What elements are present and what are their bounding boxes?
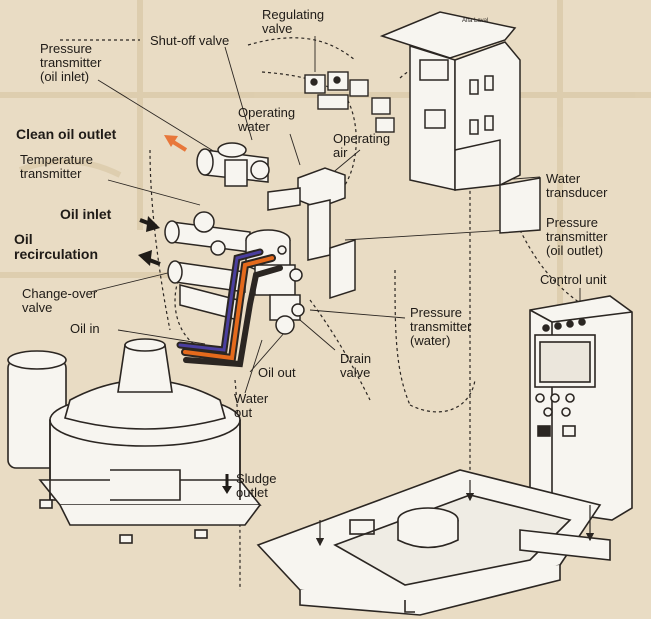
- label-drain-valve: Drain valve: [340, 352, 371, 380]
- label-control-unit: Control unit: [540, 272, 607, 287]
- label-changeover-line-2: valve: [22, 300, 53, 315]
- shutoff-valve-assembly: [196, 142, 270, 187]
- operating-water-block: [267, 167, 356, 300]
- label-water-out-line-1: Water: [234, 391, 269, 406]
- label-pressure-transmitter-water: Pressure transmitter (water): [410, 306, 471, 348]
- label-water-out-line-2: out: [234, 405, 253, 420]
- label-regulating-valve: Regulating valve: [262, 8, 324, 36]
- label-oil-recirc-line-2: recirculation: [14, 246, 99, 262]
- label-operating-air-line-1: Operating: [333, 131, 391, 146]
- base-tray: [256, 469, 611, 616]
- label-temp-tx-line-1: Temperature: [20, 152, 93, 167]
- label-oil-out: Oil out: [258, 365, 296, 380]
- label-regulating-valve-line-1: Regulating: [262, 7, 325, 22]
- label-regulating-valve-line-2: valve: [262, 21, 293, 36]
- label-sludge-line-2: outlet: [236, 485, 268, 500]
- label-oil-recirculation: Oil recirculation: [14, 232, 98, 262]
- label-ptw-line-1: Pressure: [410, 305, 463, 320]
- label-temp-tx-line-2: transmitter: [20, 166, 82, 181]
- regulating-valve-blocks: [304, 71, 395, 133]
- label-ptw-line-2: transmitter: [410, 319, 472, 334]
- label-pressure-transmitter-oil-inlet: Pressure transmitter (oil inlet): [40, 42, 101, 84]
- label-sludge-outlet: Sludge outlet: [236, 472, 276, 500]
- label-pressure-transmitter-oil-outlet: Pressure transmitter (oil outlet): [546, 216, 607, 258]
- flow-arrows: [138, 135, 595, 547]
- label-oil-recirc-line-1: Oil: [14, 231, 33, 247]
- label-water-out: Water out: [234, 392, 268, 420]
- label-oil-in: Oil in: [70, 321, 100, 336]
- label-water-transducer: Water transducer: [546, 172, 607, 200]
- oil-inlet-pipes: [164, 211, 251, 321]
- label-ptoi-line-2: transmitter: [40, 55, 102, 70]
- label-sludge-line-1: Sludge: [236, 471, 277, 486]
- label-operating-air: Operating air: [333, 132, 390, 160]
- control-unit-cabinet: [529, 295, 633, 521]
- oil-flow-pipes: [176, 248, 283, 368]
- label-operating-water: Operating water: [238, 106, 295, 134]
- label-operating-air-line-2: air: [333, 145, 348, 160]
- label-change-over-valve: Change-over valve: [22, 287, 97, 315]
- label-drain-line-2: valve: [340, 365, 371, 380]
- label-ptoo-line-2: transmitter: [546, 229, 608, 244]
- label-operating-water-line-1: Operating: [238, 105, 296, 120]
- panel-brand: Alfa Laval: [462, 18, 488, 24]
- label-temperature-transmitter: Temperature transmitter: [20, 153, 93, 181]
- label-ptoi-line-3: (oil inlet): [40, 69, 90, 84]
- separator-unit: [7, 338, 262, 544]
- label-ptoo-line-3: (oil outlet): [546, 243, 604, 258]
- label-operating-water-line-2: water: [238, 119, 270, 134]
- label-ptoo-line-1: Pressure: [546, 215, 599, 230]
- label-water-transducer-line-2: transducer: [546, 185, 608, 200]
- label-changeover-line-1: Change-over: [22, 286, 98, 301]
- label-water-transducer-line-1: Water: [546, 171, 581, 186]
- mounting-frame: [379, 11, 541, 234]
- label-drain-line-1: Drain: [340, 351, 372, 366]
- label-shutoff-valve: Shut-off valve: [150, 33, 230, 48]
- leader-lines: [89, 36, 581, 394]
- label-ptoi-line-1: Pressure: [40, 41, 93, 56]
- label-oil-inlet: Oil inlet: [60, 206, 112, 222]
- label-ptw-line-3: (water): [410, 333, 451, 348]
- label-clean-oil-outlet: Clean oil outlet: [16, 126, 117, 142]
